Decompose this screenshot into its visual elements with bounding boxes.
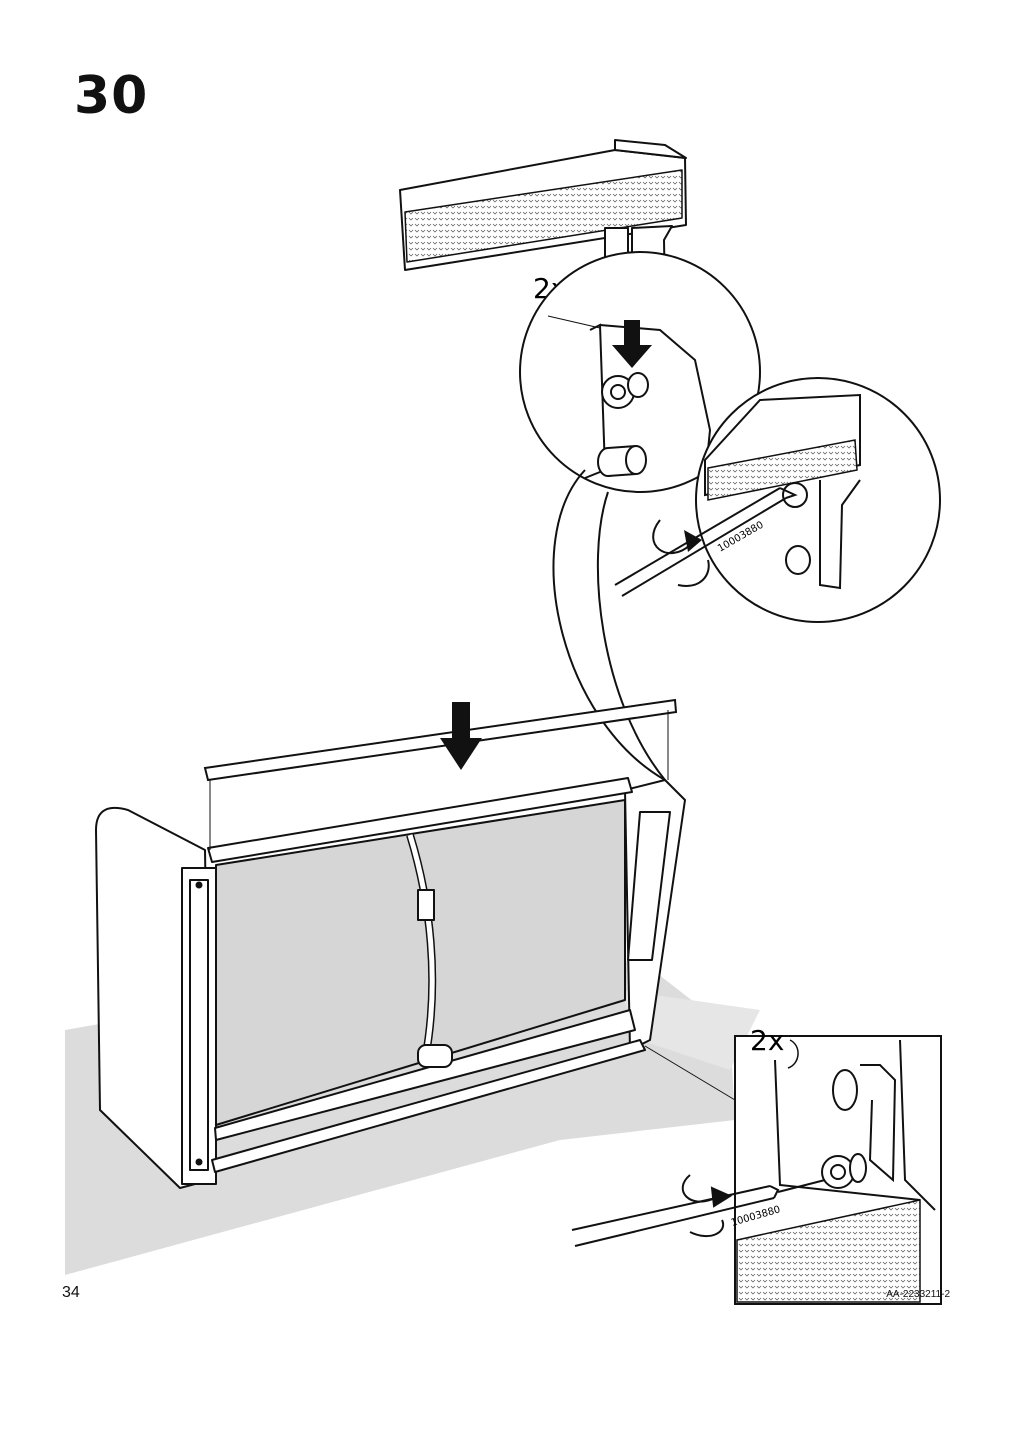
- document-code: AA-2233211-2: [886, 1289, 950, 1300]
- detail-leader-bottom: [644, 1045, 736, 1101]
- back-rail-top: [399, 139, 687, 329]
- page-number: 34: [62, 1284, 80, 1301]
- detail-circle-bolt: [519, 251, 761, 493]
- sofa-frame: [95, 777, 686, 1189]
- detail-circle-screwdriver: 10003880: [614, 377, 941, 623]
- detail-leader-line: [552, 469, 666, 781]
- quantity-label-bottom: 2x: [750, 1024, 784, 1057]
- back-rail-lowering: [203, 698, 678, 850]
- detail-box-screwdriver: [734, 1035, 942, 1305]
- step-number: 30: [74, 66, 149, 126]
